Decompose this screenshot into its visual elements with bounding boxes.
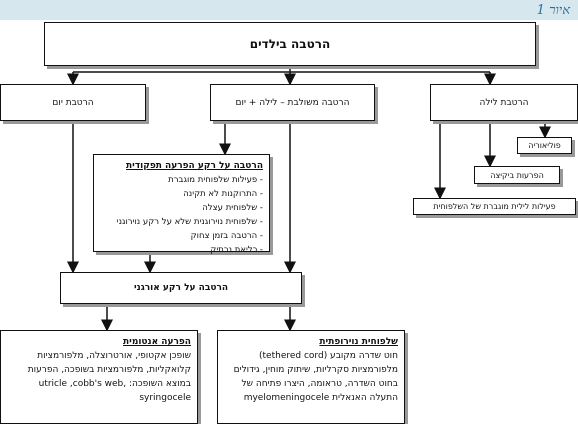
neurogenic-text: חוט שדרה מקובע (tethered cord) מלפורמציו… (233, 351, 398, 403)
functional-item: שלפוחית נוירוגנית שלא על רקע נוירוגני (98, 215, 263, 229)
polyuria-box: פוליאוריה (517, 137, 572, 154)
nocturnal-overactive-box: פעילות לילית מוגברת של השלפוחית (413, 198, 576, 215)
functional-item: הרטבה בזמן צחוק (98, 229, 263, 243)
functional-item: כליאת נרתיק (98, 243, 263, 257)
figure-label: איור 1 (536, 3, 570, 18)
organic-wetting-box: הרטבה על רקע אורגני (60, 272, 302, 304)
functional-disorder-box: הרטבה על רקע הפרעה תפקודית פעילות שלפוחי… (93, 154, 270, 255)
anatomic-disorder-box: הפרעה אנטומית שופכן אקטופי, אורטרוצלה, מ… (0, 330, 198, 424)
anatomic-heading: הפרעה אנטומית (123, 337, 191, 347)
combined-wetting-box: הרטבה משולבת – לילה + יום (210, 84, 375, 121)
night-wetting-box: הרטבת לילה (430, 84, 578, 121)
anatomic-text: שופכן אקטופי, אורטרוצלה, מלפורמציות קלוא… (27, 351, 191, 403)
neurogenic-heading: שלפוחית נוירופתית (319, 337, 398, 347)
day-wetting-box: הרטבת יום (0, 84, 146, 121)
root-box: הרטבה בילדים (44, 22, 536, 66)
arousal-disorder-box: הפרעות ביקיצה (474, 166, 560, 184)
functional-heading: הרטבה על רקע הפרעה תפקודית (126, 161, 263, 171)
functional-item: שלפוחית עצלה (98, 201, 263, 215)
figure-header-bar (0, 0, 578, 20)
functional-item: התרוקנות לא תקינה (98, 187, 263, 201)
neurogenic-bladder-box: שלפוחית נוירופתית חוט שדרה מקובע (tether… (217, 330, 405, 424)
functional-item: פעילות שלפוחית מוגברת (98, 173, 263, 187)
